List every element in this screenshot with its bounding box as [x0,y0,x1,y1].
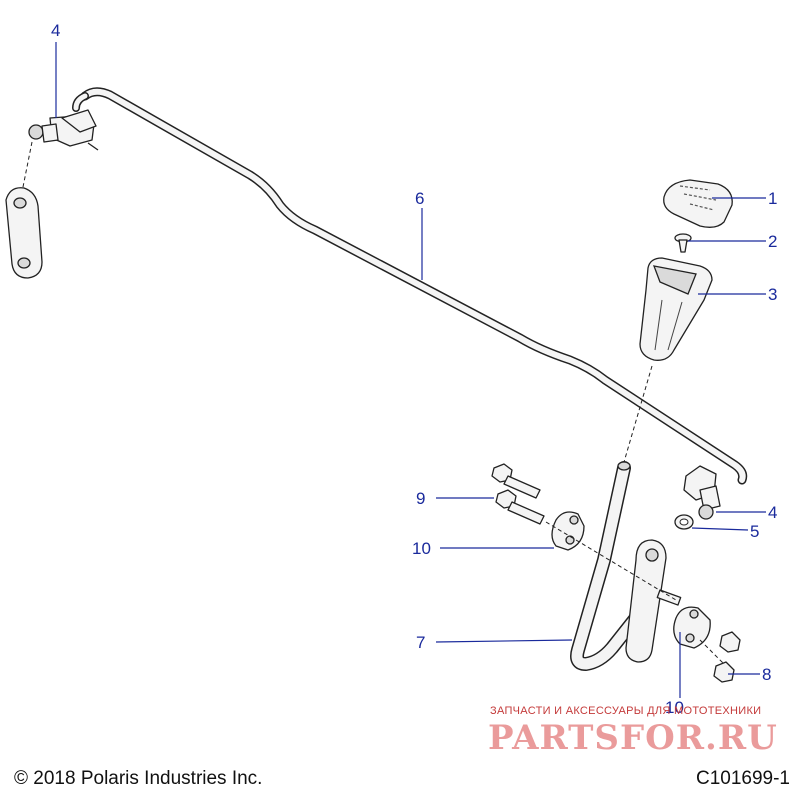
callout-9: 9 [416,489,425,508]
callout-6: 6 [415,189,424,208]
assembly-line-4-top [21,141,33,193]
bolt-part-9-upper [491,463,541,499]
ball-joint-part-4-right [683,465,721,520]
nut-part-8-upper [719,631,741,653]
washer-part-5 [674,514,694,530]
watermark-logo: PARTSFOR.RU [488,718,778,758]
callout-1: 1 [768,189,777,208]
ball-joint-part-4-top [28,109,99,151]
callout-10-bottom: 10 [665,698,684,717]
leader-lines [55,42,766,698]
link-plate [5,187,43,279]
nut-part-8-lower [713,661,735,683]
callout-7: 7 [416,633,425,652]
screw-part-2 [674,233,692,253]
callout-8: 8 [762,665,771,684]
watermark-caption: ЗАПЧАСТИ И АКСЕССУАРЫ ДЛЯ МОТОТЕХНИКИ [490,705,762,717]
shift-lever-part-7 [570,461,682,671]
shift-rod-part-6 [72,87,748,485]
knob-cap-part-1 [663,179,733,228]
bolt-part-9-lower [495,489,545,525]
shift-knob-part-3 [639,257,713,361]
bushing-part-10-bottom [673,606,711,649]
callout-2: 2 [768,232,777,251]
callout-10-left: 10 [412,539,431,558]
callout-4-right: 4 [768,503,777,522]
drawing-number: C101699-1 [695,768,790,789]
callout-5: 5 [750,522,759,541]
callout-3: 3 [768,285,777,304]
copyright-notice: © 2018 Polaris Industries Inc. [14,768,263,789]
assembly-line-10-left [545,521,677,601]
assembly-line-3-to-7 [623,365,653,463]
callout-4-top: 4 [51,21,60,40]
bushing-part-10-left [551,511,585,551]
